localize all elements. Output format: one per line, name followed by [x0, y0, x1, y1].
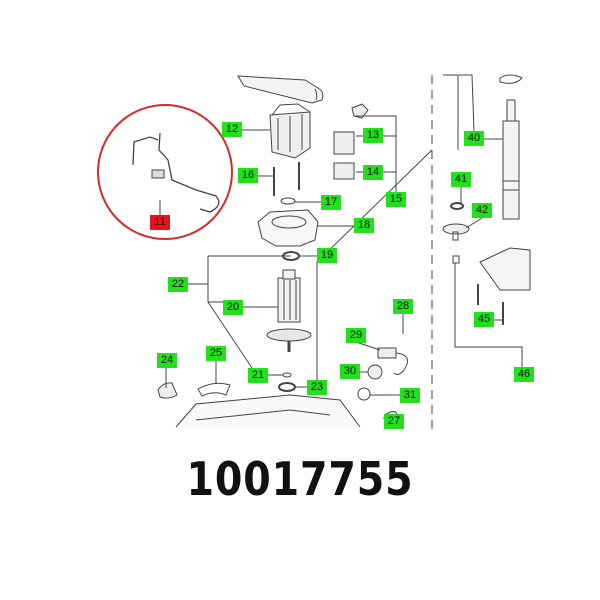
flange-part: [442, 223, 470, 235]
o-ring-part: [357, 387, 371, 401]
callout-46[interactable]: 46: [514, 367, 534, 382]
callout-20[interactable]: 20: [223, 300, 243, 315]
knob-part: [367, 364, 383, 380]
handle-part: [237, 75, 324, 104]
callout-27[interactable]: 27: [384, 414, 404, 429]
callout-16[interactable]: 16: [238, 168, 258, 183]
callout-41[interactable]: 41: [451, 172, 471, 187]
callout-22[interactable]: 22: [168, 277, 188, 292]
callout-30[interactable]: 30: [340, 364, 360, 379]
switch-part: [351, 103, 369, 119]
callout-29[interactable]: 29: [346, 328, 366, 343]
callout-23[interactable]: 23: [307, 380, 327, 395]
callout-11[interactable]: 11: [150, 215, 170, 230]
callout-18[interactable]: 18: [354, 218, 374, 233]
callout-12[interactable]: 12: [222, 122, 242, 137]
callout-40[interactable]: 40: [464, 131, 484, 146]
spindle-part: [502, 120, 520, 220]
callout-42[interactable]: 42: [472, 203, 492, 218]
connector-part: [377, 347, 397, 359]
callout-31[interactable]: 31: [400, 388, 420, 403]
callout-13[interactable]: 13: [363, 128, 383, 143]
callout-25[interactable]: 25: [206, 346, 226, 361]
cap-part: [157, 382, 178, 399]
callout-19[interactable]: 19: [317, 248, 337, 263]
callout-14[interactable]: 14: [363, 165, 383, 180]
ring-part: [499, 74, 523, 84]
callout-21[interactable]: 21: [248, 368, 268, 383]
base-housing-part: [479, 247, 531, 291]
highlight-circle: [97, 104, 233, 240]
base-plate-part: [175, 394, 361, 428]
wire-harness-part: [132, 132, 220, 213]
callout-28[interactable]: 28: [393, 299, 413, 314]
callout-17[interactable]: 17: [321, 195, 341, 210]
armature-part: [277, 277, 301, 323]
strap-part: [197, 382, 231, 397]
part-number-title: 10017755: [186, 452, 414, 506]
callout-24[interactable]: 24: [157, 353, 177, 368]
callout-15[interactable]: 15: [386, 192, 406, 207]
callout-45[interactable]: 45: [474, 312, 494, 327]
